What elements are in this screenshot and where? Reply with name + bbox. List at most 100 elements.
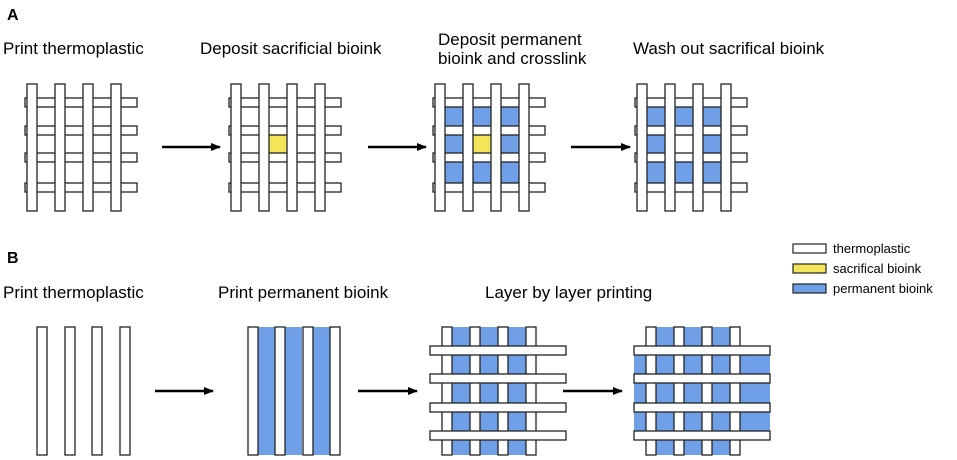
legend-label-sacrificial: sacrifical bioink — [833, 261, 922, 276]
permanent-bioink-column — [452, 327, 470, 455]
strand-crossing — [436, 154, 444, 161]
thermoplastic-strand-vertical — [720, 83, 732, 212]
step-b1-label: Print thermoplastic — [3, 283, 144, 302]
strand-crossing — [436, 99, 444, 106]
thermoplastic-strand-vertical — [274, 326, 286, 456]
strand-crossing — [232, 184, 240, 191]
strand-crossing — [288, 184, 296, 191]
thermoplastic-strand-vertical — [247, 326, 259, 456]
legend-swatch-thermoplastic — [792, 243, 827, 254]
strand-crossing — [112, 154, 120, 161]
thermoplastic-strand-vertical — [434, 83, 446, 212]
thermoplastic-strand-horizontal — [24, 125, 138, 136]
panel-b-label: B — [7, 250, 19, 267]
strand-crossing — [464, 127, 472, 134]
strand-crossing — [722, 184, 730, 191]
thermoplastic-strand-vertical — [302, 326, 314, 456]
step-a3-label-line2: bioink and crosslink — [438, 49, 587, 68]
permanent-bioink-cell — [647, 162, 665, 183]
permanent-bioink-cell — [445, 162, 463, 183]
thermoplastic-strand-horizontal — [432, 97, 546, 108]
strand-crossing — [260, 99, 268, 106]
strand-crossing — [436, 184, 444, 191]
strand-crossing — [84, 184, 92, 191]
strand-crossing — [436, 127, 444, 134]
strand-crossing — [28, 99, 36, 106]
thermoplastic-strand-vertical — [329, 326, 341, 456]
thermoplastic-strand-horizontal — [634, 97, 748, 108]
strand-crossing — [288, 154, 296, 161]
sacrificial-bioink-cell — [269, 135, 287, 153]
legend-label-permanent: permanent bioink — [833, 281, 933, 296]
thermoplastic-strand-vertical — [490, 83, 502, 212]
permanent-bioink-cell — [647, 107, 665, 126]
strand-crossing — [56, 184, 64, 191]
thermoplastic-strand-vertical — [673, 326, 685, 456]
permanent-bioink-cell — [473, 107, 491, 126]
permanent-bioink-cell — [703, 162, 721, 183]
strand-crossing — [316, 184, 324, 191]
thermoplastic-strand-vertical — [258, 83, 270, 212]
step-a1-label: Print thermoplastic — [3, 39, 144, 58]
strand-crossing — [694, 99, 702, 106]
strand-crossing — [316, 154, 324, 161]
panel-a-label: A — [7, 7, 19, 24]
strand-crossing — [288, 127, 296, 134]
thermoplastic-strand-horizontal — [633, 430, 771, 441]
thermoplastic-strand-vertical — [664, 83, 676, 212]
thermoplastic-strand-vertical — [518, 83, 530, 212]
thermoplastic-strand-vertical — [692, 83, 704, 212]
thermoplastic-strand-horizontal — [634, 125, 748, 136]
thermoplastic-strand-vertical — [645, 326, 657, 456]
legend: thermoplastic sacrifical bioink permanen… — [792, 241, 933, 296]
strand-crossing — [28, 184, 36, 191]
thermoplastic-strand-horizontal — [24, 97, 138, 108]
thermoplastic-strand-horizontal — [429, 345, 567, 356]
thermoplastic-strand-vertical — [119, 326, 131, 456]
strand-crossing — [464, 154, 472, 161]
step-b3-label: Layer by layer printing — [485, 283, 652, 302]
thermoplastic-strand-vertical — [230, 83, 242, 212]
strand-crossing — [28, 154, 36, 161]
strand-crossing — [112, 184, 120, 191]
permanent-bioink-column — [258, 327, 275, 455]
legend-label-thermoplastic: thermoplastic — [833, 241, 911, 256]
thermoplastic-strand-horizontal — [429, 402, 567, 413]
scaffold-b-bioink — [247, 326, 341, 456]
strand-crossing — [316, 99, 324, 106]
thermoplastic-strand-horizontal — [228, 97, 342, 108]
permanent-bioink-cell — [501, 162, 519, 183]
thermoplastic-strand-vertical — [91, 326, 103, 456]
strand-crossing — [492, 99, 500, 106]
strand-crossing — [84, 99, 92, 106]
scaffold-a-229 — [228, 83, 342, 212]
scaffold-b-layer-634 — [633, 326, 771, 456]
strand-crossing — [464, 184, 472, 191]
permanent-bioink-cell — [445, 107, 463, 126]
strand-crossing — [260, 154, 268, 161]
strand-crossing — [288, 99, 296, 106]
step-b2-label: Print permanent bioink — [218, 283, 389, 302]
strand-crossing — [520, 99, 528, 106]
scaffold-a-433 — [432, 83, 546, 212]
thermoplastic-strand-horizontal — [432, 125, 546, 136]
thermoplastic-strand-horizontal — [432, 182, 546, 193]
permanent-bioink-cell — [703, 135, 721, 153]
permanent-bioink-cell — [445, 135, 463, 153]
thermoplastic-strand-vertical — [314, 83, 326, 212]
thermoplastic-strand-horizontal — [228, 125, 342, 136]
thermoplastic-strand-vertical — [729, 326, 741, 456]
strand-crossing — [84, 154, 92, 161]
strand-crossing — [520, 184, 528, 191]
strand-crossing — [520, 154, 528, 161]
strand-crossing — [520, 127, 528, 134]
permanent-bioink-column — [480, 327, 498, 455]
step-a3-label-line1: Deposit permanent — [438, 30, 582, 49]
thermoplastic-strand-horizontal — [228, 182, 342, 193]
permanent-bioink-cell — [675, 162, 693, 183]
strand-crossing — [232, 127, 240, 134]
thermoplastic-strand-horizontal — [429, 373, 567, 384]
thermoplastic-strand-vertical — [36, 326, 48, 456]
strand-crossing — [722, 99, 730, 106]
